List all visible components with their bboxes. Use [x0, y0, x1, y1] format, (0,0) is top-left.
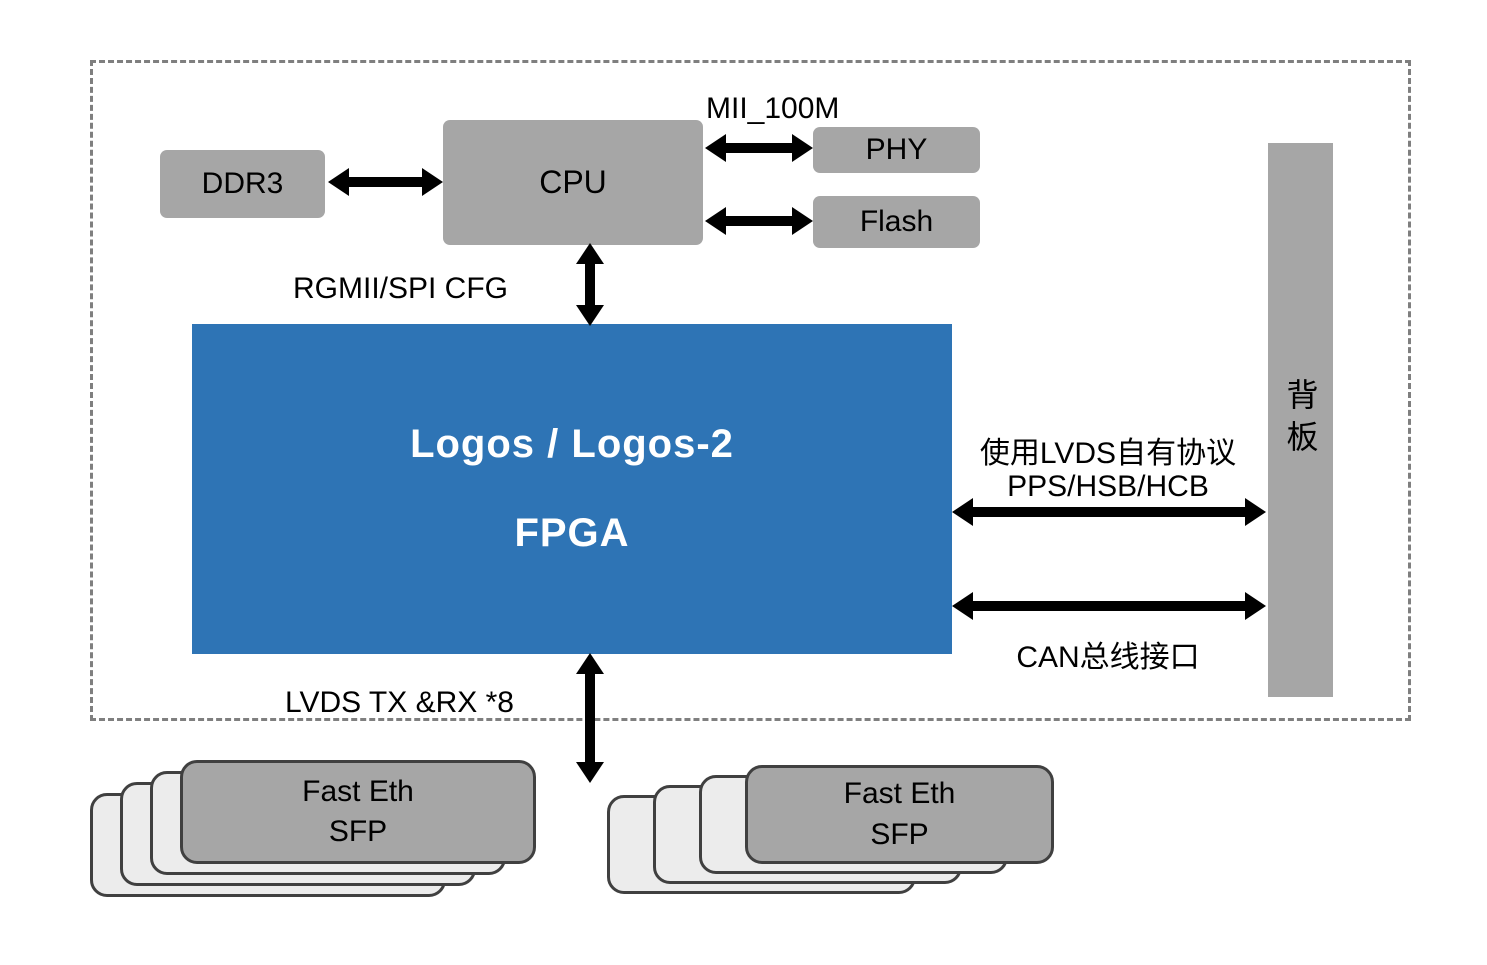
arrow-fpga-backplane-can — [952, 591, 1266, 621]
arrow-fpga-backplane-pps — [952, 497, 1266, 527]
arrow-cpu-flash — [705, 206, 813, 236]
flash-label: Flash — [859, 205, 934, 238]
arrowhead-right-icon — [792, 134, 813, 162]
arrowhead-right-icon — [422, 168, 443, 196]
rgmii-spi-cfg-label: RGMII/SPI CFG — [293, 272, 509, 305]
cpu-label: CPU — [539, 164, 607, 200]
mii-100m-label: MII_100M — [706, 92, 840, 125]
arrowhead-up-icon — [576, 653, 604, 674]
backplane-label: 背板 — [1282, 378, 1319, 462]
arrowhead-left-icon — [705, 207, 726, 235]
arrowhead-left-icon — [952, 592, 973, 620]
sfp-left-line2: SFP — [328, 815, 388, 848]
lvds-protocol-label: 使用LVDS自有协议 — [979, 437, 1237, 470]
sfp-card-left-front: Fast Eth SFP — [180, 760, 536, 864]
sfp-right-line2: SFP — [870, 817, 929, 851]
arrowhead-right-icon — [1245, 498, 1266, 526]
fpga-block: Logos / Logos-2 FPGA — [192, 324, 952, 654]
ddr3-label: DDR3 — [201, 167, 284, 200]
lvds-tx-rx-label: LVDS TX &RX *8 — [285, 686, 514, 719]
sfp-left-line1: Fast Eth — [302, 774, 414, 808]
sfp-right-line1: Fast Eth — [843, 777, 956, 810]
arrowhead-down-icon — [576, 762, 604, 783]
arrow-fpga-sfp — [574, 653, 606, 783]
cpu-block: CPU — [443, 120, 703, 245]
pps-hsb-hcb-label: PPS/HSB/HCB — [1007, 470, 1209, 503]
can-bus-label: CAN总线接口 — [1016, 641, 1200, 674]
board-boundary-dashed-frame — [90, 60, 1411, 721]
arrowhead-right-icon — [1245, 592, 1266, 620]
arrow-cpu-fpga — [574, 243, 606, 326]
fpga-title: Logos / Logos-2 — [410, 422, 734, 466]
backplane-block: 背板 — [1268, 143, 1333, 697]
phy-block: PHY — [813, 127, 980, 173]
arrowhead-left-icon — [705, 134, 726, 162]
arrowhead-left-icon — [328, 168, 349, 196]
phy-label: PHY — [865, 133, 928, 166]
fpga-subtitle: FPGA — [514, 511, 630, 555]
ddr3-block: DDR3 — [160, 150, 325, 218]
sfp-card-right-front: Fast Eth SFP — [745, 765, 1054, 864]
arrowhead-right-icon — [792, 207, 813, 235]
arrow-ddr3-cpu — [328, 167, 443, 197]
arrowhead-up-icon — [576, 243, 604, 264]
arrowhead-down-icon — [576, 305, 604, 326]
arrowhead-left-icon — [952, 498, 973, 526]
arrow-cpu-phy — [705, 133, 813, 163]
flash-block: Flash — [813, 196, 980, 248]
